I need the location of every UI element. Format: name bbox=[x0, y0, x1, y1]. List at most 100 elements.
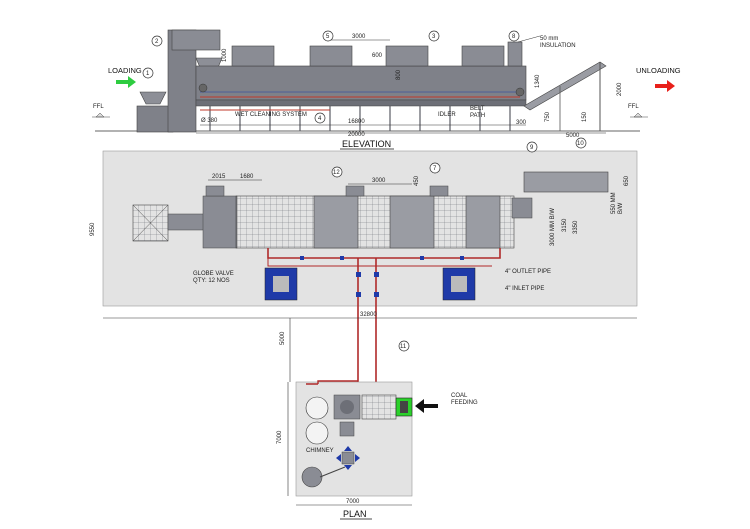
svg-text:9: 9 bbox=[530, 145, 534, 151]
dim-650: 650 bbox=[624, 175, 630, 186]
thermic-heater bbox=[361, 394, 397, 420]
fan-unit-4 bbox=[461, 45, 505, 67]
plan-title: PLAN bbox=[343, 509, 367, 519]
plan-elevator bbox=[202, 195, 238, 249]
svg-text:4: 4 bbox=[318, 116, 322, 122]
unloading-arrow-icon bbox=[655, 80, 675, 92]
dim-9550: 9550 bbox=[90, 222, 96, 236]
callout-3: 3 bbox=[428, 30, 440, 42]
dim-3000: 3000 bbox=[352, 34, 366, 40]
callout-4: 4 bbox=[314, 112, 326, 124]
tank-1 bbox=[305, 396, 329, 420]
coal-feeding-arrow-icon bbox=[415, 399, 438, 413]
ffl-right-label: FFL bbox=[628, 104, 639, 110]
svg-text:2: 2 bbox=[155, 39, 159, 45]
globe-valves bbox=[300, 256, 464, 297]
dim-7000-vert: 7000 bbox=[277, 430, 283, 444]
dim-150: 150 bbox=[582, 111, 588, 122]
insulation-leader bbox=[517, 35, 541, 43]
dim-16800: 16800 bbox=[348, 119, 365, 125]
callout-11: 11 bbox=[398, 340, 410, 352]
dim-2000: 2000 bbox=[617, 82, 623, 96]
dim-600: 600 bbox=[372, 53, 383, 59]
unloading-label: UNLOADING bbox=[636, 66, 681, 75]
drive-pulley bbox=[198, 83, 208, 93]
fan-unit-1 bbox=[231, 45, 275, 67]
dim-3000mm: 3000 MM B/W bbox=[550, 208, 556, 246]
plan-fan-3 bbox=[205, 185, 225, 197]
elevation-title: ELEVATION bbox=[342, 139, 391, 149]
svg-text:1: 1 bbox=[146, 71, 150, 77]
fan-unit-2 bbox=[309, 45, 353, 67]
svg-text:11: 11 bbox=[400, 344, 407, 350]
outlet-pipe-label: 4" OUTLET PIPE bbox=[505, 269, 551, 275]
fan-unit-3 bbox=[385, 45, 429, 67]
callout-2: 2 bbox=[151, 35, 163, 47]
wet-cleaning-label: WET CLEANING SYSTEM bbox=[235, 112, 307, 118]
idler-label: IDLER bbox=[438, 112, 456, 118]
chimney bbox=[301, 466, 323, 488]
dim-550: 550 MMB/W bbox=[611, 192, 624, 214]
svg-text:3: 3 bbox=[432, 34, 436, 40]
dryer-frame bbox=[195, 99, 527, 107]
callout-12: 12 bbox=[331, 166, 343, 178]
elevation-view: FFL FFL LOADING UNLOADING bbox=[92, 29, 681, 150]
dim-32800: 32800 bbox=[360, 312, 377, 318]
dim-2015: 2015 bbox=[212, 174, 226, 180]
callout-8: 8 bbox=[508, 30, 520, 42]
dim-1680: 1680 bbox=[240, 174, 254, 180]
dim-750: 750 bbox=[545, 111, 551, 122]
dryer-body bbox=[195, 65, 527, 101]
callout-9: 9 bbox=[526, 141, 538, 153]
loading-label: LOADING bbox=[108, 66, 142, 75]
ground-hatch-right bbox=[630, 112, 648, 118]
discharge-conveyor bbox=[523, 61, 607, 111]
dim-5000: 5000 bbox=[566, 133, 580, 139]
ffl-left-label: FFL bbox=[93, 104, 104, 110]
dim-20000: 20000 bbox=[348, 132, 365, 138]
svg-text:10: 10 bbox=[577, 141, 584, 147]
aux-pump bbox=[339, 421, 355, 437]
circulation-pump-icon bbox=[336, 446, 360, 470]
dim-800: 800 bbox=[396, 69, 402, 80]
dim-450: 450 bbox=[414, 175, 420, 186]
inlet-header-pipe bbox=[267, 252, 492, 267]
dim-300: 300 bbox=[516, 120, 527, 126]
callout-7: 7 bbox=[429, 162, 441, 174]
svg-text:5: 5 bbox=[326, 34, 330, 40]
elevator-head bbox=[171, 29, 221, 51]
inlet-pipe-label: 4" INLET PIPE bbox=[505, 286, 544, 292]
dim-1000: 1000 bbox=[222, 48, 228, 62]
dim-380: Ø 380 bbox=[201, 118, 218, 124]
dim-5000-plan: 5000 bbox=[280, 331, 286, 345]
dim-3000-plan: 3000 bbox=[372, 178, 386, 184]
dim-3150: 3150 bbox=[562, 218, 568, 232]
tail-pulley bbox=[515, 87, 525, 97]
plan-chamber-2 bbox=[313, 195, 359, 249]
ground-hatch-left bbox=[92, 112, 110, 118]
plan-fan-2 bbox=[429, 185, 449, 197]
plan-chamber-4 bbox=[465, 195, 501, 249]
feed-hopper bbox=[139, 91, 167, 105]
plan-exhaust bbox=[511, 197, 533, 219]
exhaust-stack bbox=[507, 41, 523, 67]
dim-7000-horiz: 7000 bbox=[346, 499, 360, 505]
svg-text:8: 8 bbox=[512, 34, 516, 40]
dim-1340: 1340 bbox=[535, 74, 541, 88]
callout-10: 10 bbox=[575, 137, 587, 149]
plan-feed-chute bbox=[167, 213, 207, 231]
callout-1: 1 bbox=[142, 67, 154, 79]
tank-2 bbox=[305, 421, 329, 445]
svg-text:7: 7 bbox=[433, 166, 437, 172]
plan-discharge-conveyor bbox=[523, 171, 609, 193]
chimney-label: CHIMNEY bbox=[306, 448, 334, 454]
callout-5: 5 bbox=[322, 30, 334, 42]
plan-fan bbox=[345, 185, 365, 197]
feed-base bbox=[136, 105, 174, 133]
svg-text:12: 12 bbox=[333, 170, 340, 176]
